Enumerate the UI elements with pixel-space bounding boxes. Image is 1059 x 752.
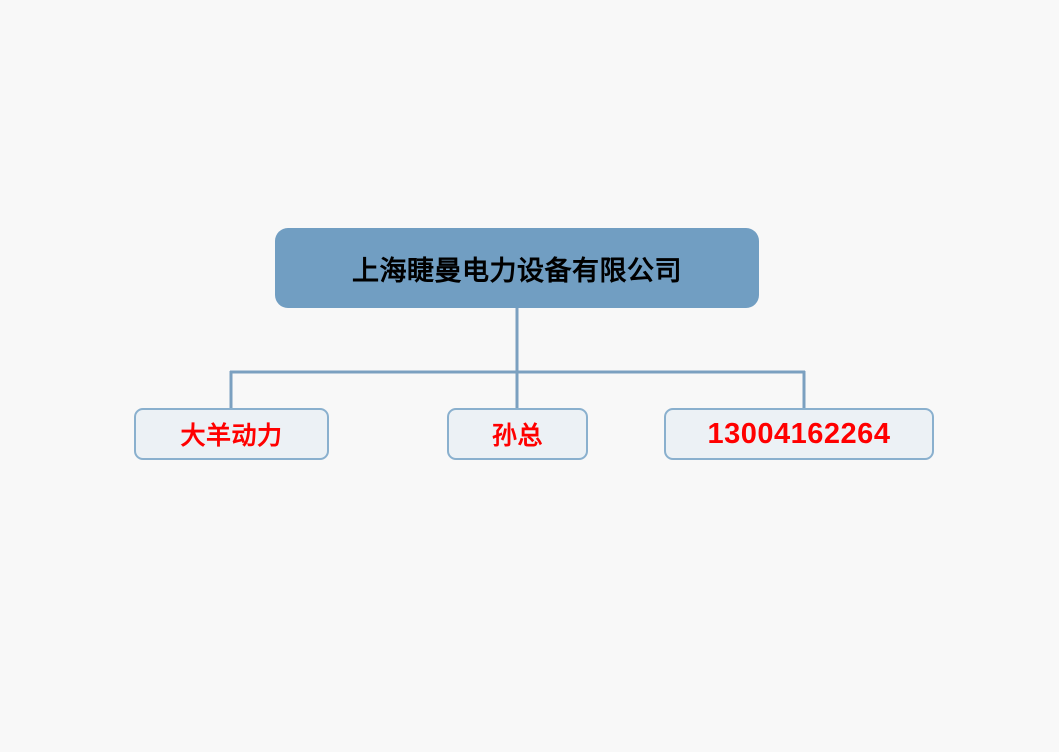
org-node-child-company-label: 大羊动力 [180,422,283,450]
org-node-root[interactable]: 上海睫曼电力设备有限公司 [275,228,759,308]
org-node-child-contact-person[interactable]: 孙总 [447,408,588,460]
org-node-root-label: 上海睫曼电力设备有限公司 [352,255,682,286]
org-node-child-phone-number[interactable]: 13004162264 [664,408,934,460]
org-node-child-contact-person-label: 孙总 [491,422,543,450]
org-node-child-phone-number-label: 13004162264 [707,417,891,450]
org-node-child-company[interactable]: 大羊动力 [134,408,329,460]
